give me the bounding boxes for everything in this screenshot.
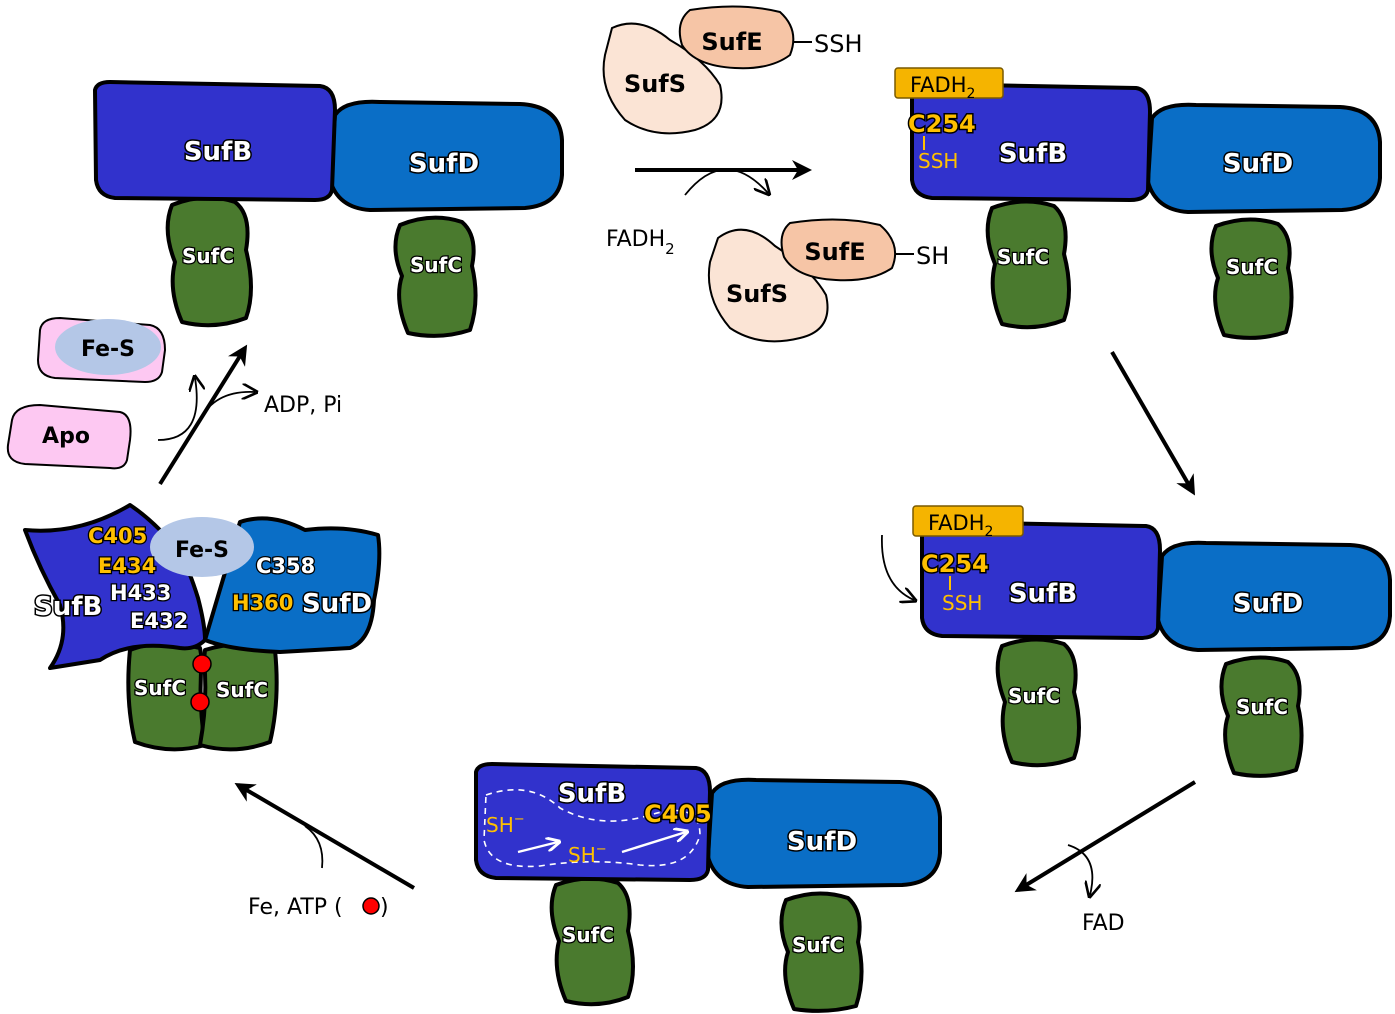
sufd-shape bbox=[706, 777, 942, 889]
bottom-right-reaction: FAD bbox=[1014, 780, 1197, 936]
atp-dot bbox=[190, 692, 210, 712]
sufc-label: SufC bbox=[1226, 255, 1278, 279]
complex-top-right: FADH2 C254 SSH SufB SufD SufC SufC bbox=[894, 67, 1382, 340]
curved-side-arrow bbox=[1067, 844, 1092, 895]
sufc-label: SufC bbox=[792, 933, 844, 957]
channel-arrow bbox=[517, 842, 558, 854]
fes-label: Fe-S bbox=[175, 538, 229, 563]
sufs-shape bbox=[707, 228, 829, 343]
sulfide-channel bbox=[483, 789, 701, 868]
complex-left: Fe-S C405 E434 H433 E432 SufB C358 H360 … bbox=[23, 503, 382, 752]
transfer-curved-arrow bbox=[881, 534, 914, 600]
sufc-label: SufC bbox=[1236, 695, 1288, 719]
ssh-small: SSH bbox=[942, 591, 982, 615]
channel-arrow bbox=[621, 832, 686, 854]
complex-bottom: SufB C405 SH− SH− SufD SufC SufC bbox=[474, 762, 942, 1013]
ssh-tail: SSH bbox=[814, 30, 863, 58]
sufs-label: SufS bbox=[726, 280, 788, 308]
bottom-left-reaction: Fe, ATP ( ) bbox=[234, 782, 416, 920]
sufd-shape bbox=[1146, 102, 1382, 214]
sufs-shape bbox=[602, 22, 723, 135]
sh-minus-1: SH− bbox=[486, 812, 525, 837]
apo-protein bbox=[6, 403, 132, 470]
sufc-shape bbox=[779, 891, 864, 1013]
sufb-label: SufB bbox=[184, 137, 252, 167]
fes-label: Fe-S bbox=[81, 337, 135, 362]
h360-label: H360 bbox=[232, 591, 293, 615]
sufc-shape bbox=[165, 195, 253, 328]
curved-side-arrow bbox=[199, 392, 255, 421]
sufe-label: SufE bbox=[804, 238, 865, 266]
atp-dot bbox=[362, 897, 380, 915]
sufb-label: SufB bbox=[34, 592, 102, 622]
sufs-label: SufS bbox=[624, 70, 686, 98]
c405-label: C405 bbox=[644, 800, 712, 828]
adp-pi-label: ADP, Pi bbox=[264, 393, 342, 418]
arrow-to-bottom bbox=[1014, 780, 1197, 893]
sufb-label: SufB bbox=[1009, 579, 1077, 609]
sufc-shape bbox=[393, 215, 478, 338]
sufc-shape bbox=[549, 876, 635, 1007]
fadh2-tag bbox=[894, 67, 1004, 99]
sufd-label: SufD bbox=[1223, 149, 1293, 179]
sh-tail: SH bbox=[916, 242, 949, 270]
sufd-label: SufD bbox=[787, 827, 857, 857]
sufc-shape bbox=[1209, 217, 1294, 340]
fadh2-reactant: FADH2 bbox=[606, 227, 675, 258]
e432-label: E432 bbox=[130, 609, 188, 633]
sufd-shape bbox=[1156, 540, 1392, 652]
arrow-right-down bbox=[1110, 350, 1196, 496]
sufs-sufe-bottom: SufE SufS SH bbox=[707, 218, 949, 343]
c254-label: C254 bbox=[908, 110, 976, 138]
apo-label: Apo bbox=[42, 424, 90, 449]
sufe-shape bbox=[780, 218, 896, 282]
sufd-label: SufD bbox=[409, 149, 479, 179]
fadh2-tag-label: FADH2 bbox=[928, 511, 993, 540]
curved-side-arrow bbox=[684, 168, 768, 195]
sufc-label: SufC bbox=[997, 245, 1049, 269]
sufb-shape bbox=[93, 80, 337, 202]
sufc-shape bbox=[995, 637, 1081, 768]
fes-cluster bbox=[55, 319, 161, 375]
sufc-label: SufC bbox=[134, 676, 186, 700]
e434-label: E434 bbox=[98, 554, 156, 578]
top-reaction: FADH2 bbox=[606, 160, 812, 258]
curved-side-arrow bbox=[157, 378, 197, 441]
sufb-label: SufB bbox=[999, 139, 1067, 169]
complex-top-left: SufB SufD SufC SufC bbox=[93, 80, 564, 338]
arrow-to-left bbox=[234, 782, 416, 890]
sufc-label: SufC bbox=[1008, 684, 1060, 708]
sufd-label: SufD bbox=[302, 589, 372, 619]
fadh2-tag bbox=[912, 505, 1024, 537]
sufe-shape bbox=[678, 5, 795, 70]
fe-atp-close: ) bbox=[380, 895, 389, 920]
fes-cluster bbox=[150, 517, 254, 577]
fadh2-tag-label: FADH2 bbox=[910, 73, 975, 102]
curved-side-arrow bbox=[304, 825, 324, 869]
sufc-label: SufC bbox=[410, 253, 462, 277]
sufe-label: SufE bbox=[701, 28, 762, 56]
fad-label: FAD bbox=[1082, 911, 1125, 936]
c405-label: C405 bbox=[88, 524, 147, 548]
fe-atp-label: Fe, ATP ( bbox=[248, 895, 343, 920]
sufc-label: SufC bbox=[182, 244, 234, 268]
sufc-label: SufC bbox=[216, 678, 268, 702]
ssh-small: SSH bbox=[918, 149, 958, 173]
complex-middle-right: FADH2 C254 SSH SufB SufD SufC SufC bbox=[881, 505, 1392, 778]
sufs-sufe-top: SufE SufS SSH bbox=[602, 5, 863, 135]
h433-label: H433 bbox=[110, 581, 171, 605]
sufc-shape bbox=[1219, 655, 1304, 778]
sufb-label: SufB bbox=[558, 779, 626, 809]
c358-label: C358 bbox=[256, 554, 315, 578]
sufc-shape bbox=[985, 199, 1071, 330]
left-reaction: ADP, Pi Apo Fe-S bbox=[6, 316, 342, 486]
sufd-label: SufD bbox=[1233, 589, 1303, 619]
sh-minus-2: SH− bbox=[568, 842, 607, 867]
sufd-shape bbox=[328, 99, 564, 212]
c254-label: C254 bbox=[921, 550, 989, 578]
sufc-label: SufC bbox=[562, 923, 614, 947]
atp-dot bbox=[192, 654, 212, 674]
